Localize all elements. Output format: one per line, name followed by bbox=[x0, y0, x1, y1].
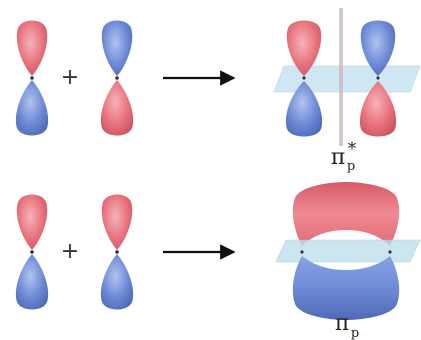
upper-lobe bbox=[102, 195, 132, 251]
lower-lobe bbox=[101, 80, 133, 136]
upper-lobe bbox=[17, 21, 47, 77]
antibonding-orbital bbox=[274, 8, 420, 146]
label-pi-p-star: π p * bbox=[331, 139, 357, 174]
pi-symbol: π bbox=[335, 311, 349, 336]
row-antibonding: + π p * bbox=[16, 8, 420, 174]
plus-sign: + bbox=[61, 239, 79, 264]
vertical-nodal-plane bbox=[339, 8, 343, 146]
p-orbital-right-bottom bbox=[101, 195, 133, 310]
bonding-upper-lobe bbox=[293, 182, 399, 246]
row-bonding: + π p bbox=[16, 182, 420, 340]
lower-lobe bbox=[101, 254, 133, 310]
upper-lobe bbox=[17, 195, 47, 251]
lower-lobe bbox=[16, 254, 48, 310]
lower-lobe bbox=[16, 80, 48, 136]
p-orbital-left-top bbox=[16, 21, 48, 136]
p-orbital-right-top bbox=[101, 21, 133, 136]
subscript-p: p bbox=[347, 159, 355, 174]
p-orbital-left-bottom bbox=[16, 195, 48, 310]
nodal-plane bbox=[276, 240, 420, 262]
subscript-p: p bbox=[351, 326, 359, 340]
bonding-orbital bbox=[276, 182, 420, 320]
upper-lobe bbox=[102, 21, 132, 77]
plus-sign: + bbox=[61, 65, 79, 90]
superscript-star: * bbox=[348, 139, 357, 159]
pi-symbol: π bbox=[331, 145, 345, 170]
horizontal-nodal-plane bbox=[274, 66, 420, 92]
